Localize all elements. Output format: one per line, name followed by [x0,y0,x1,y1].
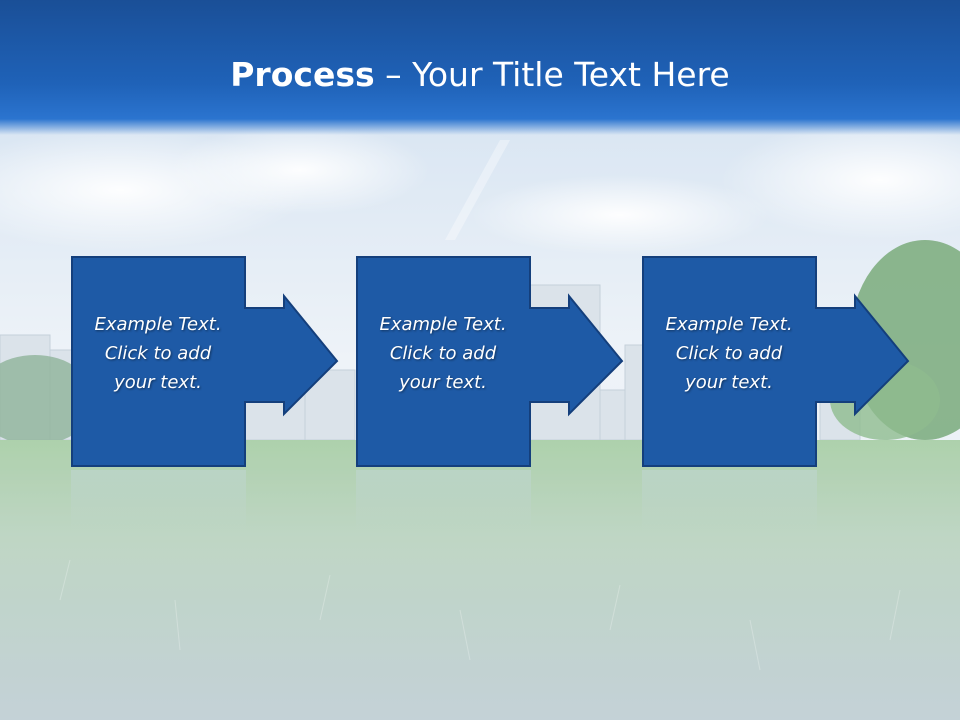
step-text-line: Click to add [389,343,497,364]
step-text-line: Click to add [104,343,212,364]
slide-title[interactable]: Process – Your Title Text Here [0,54,960,96]
step-text-line: Click to add [675,343,783,364]
process-step-2[interactable]: Example Text. Click to add your text. [356,256,631,468]
process-arrow-shape [71,256,339,467]
step-text-line: your text. [399,372,487,393]
title-band [0,0,960,135]
step-text-line: Example Text. [94,314,222,335]
step-reflection [356,470,531,532]
process-arrow-shape [642,256,910,467]
process-step-3[interactable]: Example Text. Click to add your text. [642,256,917,468]
process-arrow-shape [356,256,624,467]
step-text: Example Text. Click to add your text. [71,310,245,397]
title-bold: Process [230,55,375,94]
step-text-line: your text. [685,372,773,393]
step-text: Example Text. Click to add your text. [356,310,530,397]
step-text: Example Text. Click to add your text. [642,310,816,397]
step-reflection [71,470,246,532]
title-rest: – Your Title Text Here [374,55,730,94]
step-text-line: Example Text. [665,314,793,335]
process-step-1[interactable]: Example Text. Click to add your text. [71,256,346,468]
step-text-line: Example Text. [379,314,507,335]
step-reflection [642,470,817,532]
step-text-line: your text. [114,372,202,393]
